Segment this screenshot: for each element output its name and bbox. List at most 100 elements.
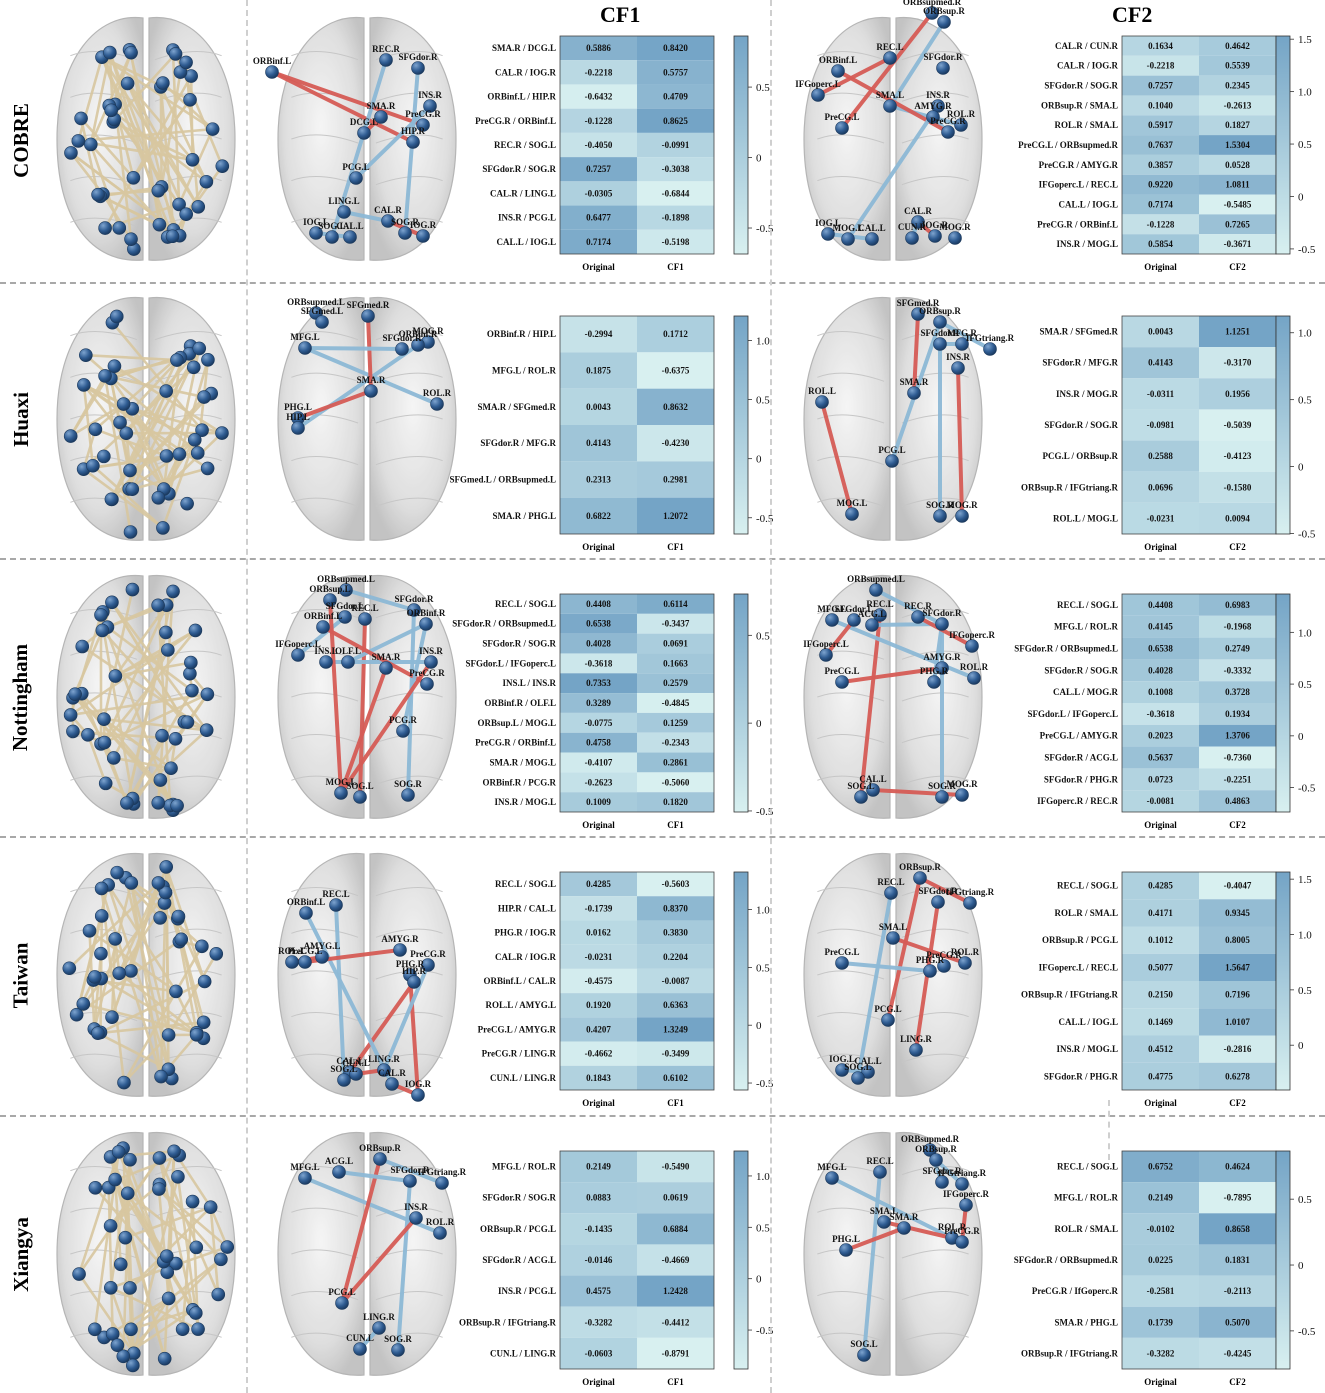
heatmap-value: 0.4285 [586, 879, 611, 889]
heatmap-row-label: SMA.R / MOG.L [490, 757, 557, 767]
brain-node [886, 931, 900, 945]
heatmap-value: -0.1228 [585, 116, 613, 126]
heatmap-value: 0.1259 [663, 718, 688, 728]
connection-edge [844, 1226, 906, 1252]
node-label: AMYG.L [304, 941, 341, 951]
brain-node [76, 997, 91, 1011]
heatmap-row-label: SFGdor.L / IFGoperc.L [1027, 709, 1118, 719]
heatmap-xlabel-cf: CF2 [1229, 820, 1246, 830]
brain-node [315, 315, 329, 329]
heatmap-cell [637, 712, 714, 733]
node-label: PreCG.R [410, 949, 446, 959]
heatmap-value: 0.5886 [586, 43, 611, 53]
node-label: ROL.R [423, 388, 452, 398]
heatmap-cell [637, 1151, 714, 1183]
edges-beige [69, 588, 209, 812]
heatmap-cell [1122, 637, 1199, 660]
brain-node [86, 458, 100, 473]
heatmap-row-label: IFGoperc.R / REC.R [1037, 796, 1118, 806]
brain-node [190, 446, 205, 460]
connection-edge [366, 314, 373, 393]
brain-node [941, 125, 955, 139]
connection-edge [334, 903, 346, 1082]
heatmap-value: -0.1739 [585, 903, 613, 913]
connection-edge [124, 876, 174, 1080]
node-label: AMYG.R [923, 652, 961, 662]
node-label: IFGoperc.R [949, 630, 996, 640]
brain-cf1: ORBinf.LREC.RSFGdor.RINS.RSMA.RPreCG.RDC… [253, 16, 457, 261]
connection-edge [354, 104, 432, 180]
brain-node [933, 315, 947, 329]
connection-edge [91, 464, 165, 530]
connection-edge [79, 117, 135, 180]
brain-node [335, 1296, 349, 1310]
heatmap-cell [1122, 768, 1199, 791]
colorbar-tick-label: 0.5 [756, 962, 770, 974]
edges-cf1 [296, 311, 439, 430]
connection-edge [820, 400, 854, 516]
heatmap-cell [637, 613, 714, 634]
connection-edge [109, 1156, 161, 1228]
heatmap-cell [637, 461, 714, 498]
heatmap-cell [1122, 316, 1199, 348]
colorbar-cf1: 1.00.50-0.5 [733, 871, 774, 1091]
heatmap-row-label: MFG.L / ROL.R [1054, 622, 1119, 632]
colorbar-tick-label: 0.5 [1298, 395, 1312, 407]
brain-node [298, 955, 312, 969]
node-label: PHG.R [396, 959, 425, 969]
colorbar-tick-label: -0.5 [1298, 783, 1316, 795]
heatmap-value: 0.5070 [1225, 1317, 1250, 1327]
heatmap-row-label: CAL.R / IOG.R [495, 952, 557, 962]
brain-node [120, 76, 135, 91]
brain-node [200, 461, 215, 476]
colorbar-tick-label: -0.5 [1298, 244, 1316, 256]
heatmap-cell [1122, 1275, 1199, 1307]
node-label: IOG.R [922, 220, 949, 230]
brain-node [63, 429, 78, 443]
heatmap-value: 0.6278 [1225, 1071, 1250, 1081]
brain-node [935, 790, 949, 804]
brain-node [197, 974, 212, 989]
node-label: ACG.L [858, 609, 886, 619]
heatmap-row-label: PCG.L / ORBsup.R [1042, 451, 1118, 461]
heatmap-value: -0.3170 [1224, 358, 1252, 368]
node-label: PHG.R [920, 666, 949, 676]
heatmap-cell [560, 896, 637, 921]
connection-edge [103, 176, 135, 230]
node-label: SOG.L [844, 1062, 871, 1072]
heatmap-row-label: SFGdor.R / SOG.R [482, 1193, 556, 1203]
connection-edge [846, 104, 940, 241]
heatmap-value: -0.4669 [662, 1255, 690, 1265]
heatmap-row-label: PreCG.L / AMYG.R [1040, 731, 1119, 741]
brain-node [825, 613, 839, 627]
connection-edge [824, 618, 856, 657]
brain-node [423, 99, 437, 113]
node-label: REC.L [876, 42, 903, 52]
heatmap-cell [637, 205, 714, 230]
heatmap-value: 0.4145 [1148, 622, 1173, 632]
heatmap-row-label: SFGdor.R / PHG.R [1044, 1071, 1119, 1081]
heatmap-row-label: PreCG.R / AMYG.R [1039, 160, 1119, 170]
brain-node [372, 1321, 386, 1335]
brain-node [183, 93, 197, 107]
heatmap-cell [560, 732, 637, 753]
brain-node [309, 226, 323, 240]
brain-node [170, 798, 184, 813]
heatmap-value: 0.6983 [1225, 600, 1250, 610]
node-label: ORBsupmed.L [317, 574, 375, 584]
heatmap-value: 0.9345 [1225, 908, 1250, 918]
heatmap-value: 0.7174 [1148, 199, 1173, 209]
brain-node [861, 1065, 875, 1079]
node-label: SFGdor.R [383, 333, 422, 343]
heatmap-cell [1199, 75, 1276, 96]
brain-all-edges [56, 574, 236, 819]
colorbar-cf2: 1.00.50-0.5 [1275, 315, 1316, 540]
heatmap-cell [637, 388, 714, 425]
heatmap-value: -0.0981 [1147, 420, 1175, 430]
node-label: SFGdor.R [919, 886, 958, 896]
heatmap-cell [1199, 724, 1276, 747]
node-label: ORBsup.R [919, 306, 961, 316]
brain-node [403, 1174, 417, 1188]
column-title-cf1: CF1 [600, 2, 641, 27]
